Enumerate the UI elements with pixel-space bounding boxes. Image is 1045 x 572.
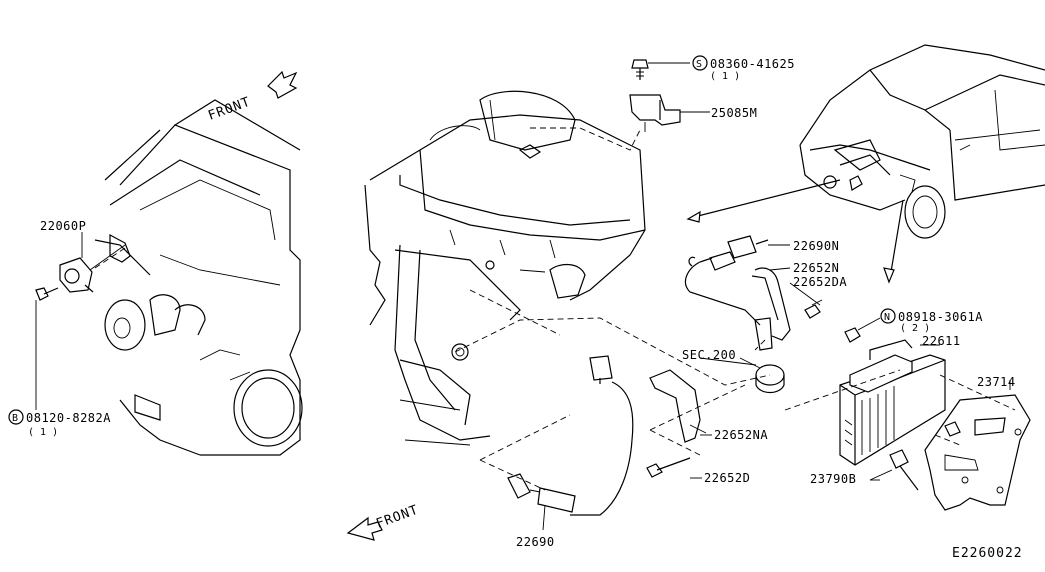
circle-letter-N: N	[884, 312, 890, 323]
circle-letter-B: B	[12, 413, 18, 424]
label-sec200: SEC.200	[682, 348, 736, 362]
circle-letter-S: S	[696, 59, 702, 70]
label-22652D: 22652D	[704, 471, 750, 485]
o2-sensor-front	[507, 355, 634, 531]
ecm-leader	[784, 369, 1016, 446]
nut-08918	[844, 317, 881, 343]
bolt-23790B	[869, 421, 961, 491]
pointer-arrow-left	[689, 179, 841, 219]
label-22060P: 22060P	[40, 219, 86, 233]
front-label-top: FRONT	[206, 95, 253, 124]
label-23790B: 23790B	[810, 472, 856, 486]
engine-block-left	[94, 99, 303, 456]
label-08120-8282A: 08120-8282A	[26, 411, 111, 425]
label-08360-41625: 08360-41625	[710, 57, 795, 71]
front-label-bottom: FRONT	[374, 503, 421, 532]
front-arrow-bottom	[346, 516, 383, 541]
front-arrow-top	[267, 70, 298, 99]
bolt-08360	[631, 59, 690, 80]
dashed-leaders-center	[454, 289, 771, 491]
label-22652N: 22652N	[793, 261, 839, 275]
o2-sensor-rear	[685, 235, 773, 351]
bolt-22652D	[646, 457, 691, 478]
map-sensor	[629, 94, 681, 132]
label-08918-3061A: 08918-3061A	[898, 310, 983, 324]
engine-center	[364, 90, 646, 446]
vehicle-outline	[799, 44, 1045, 239]
ecm-unit	[839, 339, 946, 466]
label-22690N: 22690N	[793, 239, 839, 253]
leader-map-sensor	[530, 127, 641, 151]
pointer-arrow-down	[889, 199, 904, 279]
bracket-22652NA	[649, 369, 707, 443]
ecm-bracket-23714	[924, 394, 1031, 511]
knock-sensor	[59, 244, 126, 293]
qty-08918: ( 2 )	[900, 323, 930, 334]
sec200-sensor	[739, 357, 785, 394]
label-22611: 22611	[922, 334, 961, 348]
label-22690: 22690	[516, 535, 555, 549]
diagram-id: E2260022	[952, 546, 1023, 561]
qty-08360: ( 1 )	[710, 71, 740, 82]
label-23714: 23714	[977, 375, 1016, 389]
label-22652DA: 22652DA	[793, 275, 847, 289]
bolt-08120	[35, 287, 59, 410]
qty-08120: ( 1 )	[28, 427, 58, 438]
label-25085M: 25085M	[711, 106, 757, 120]
label-22652NA: 22652NA	[714, 428, 768, 442]
